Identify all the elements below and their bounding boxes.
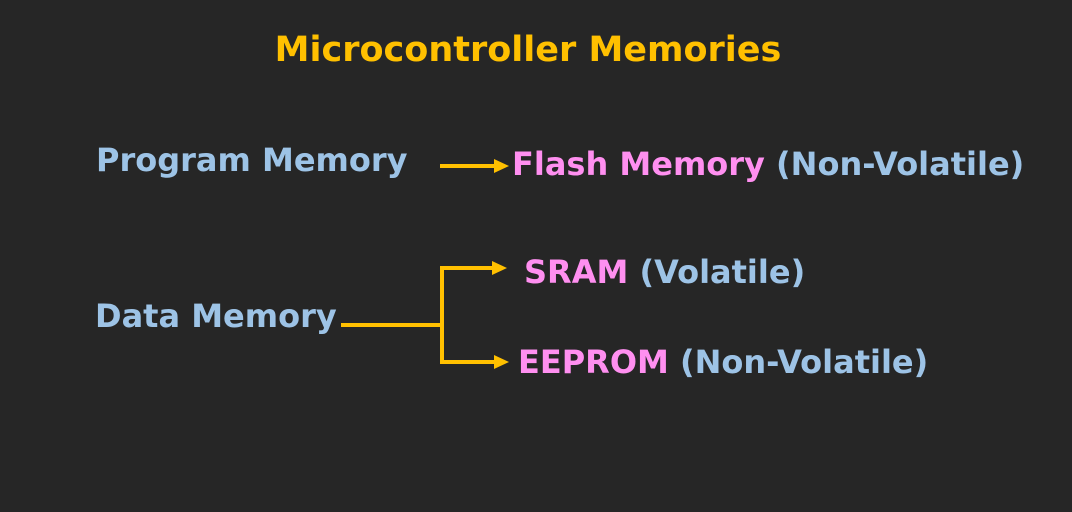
eeprom-name: EEPROM: [518, 343, 669, 381]
flash-arrowhead-icon: [494, 159, 509, 173]
eeprom-arrowhead-icon: [494, 355, 509, 369]
diagram-title: Microcontroller Memories: [274, 30, 782, 70]
flash-memory-node: Flash Memory (Non-Volatile): [512, 148, 1024, 180]
sram-type: (Volatile): [639, 253, 806, 291]
eeprom-node: EEPROM (Non-Volatile): [518, 346, 928, 378]
sram-node: SRAM (Volatile): [524, 256, 805, 288]
sram-name: SRAM: [524, 253, 629, 291]
sram-arrowhead-icon: [492, 261, 507, 275]
flash-memory-type: (Non-Volatile): [776, 145, 1025, 183]
flash-memory-name: Flash Memory: [512, 145, 765, 183]
eeprom-type: (Non-Volatile): [680, 343, 929, 381]
program-memory-label: Program Memory: [96, 141, 408, 179]
data-memory-label: Data Memory: [95, 297, 337, 335]
